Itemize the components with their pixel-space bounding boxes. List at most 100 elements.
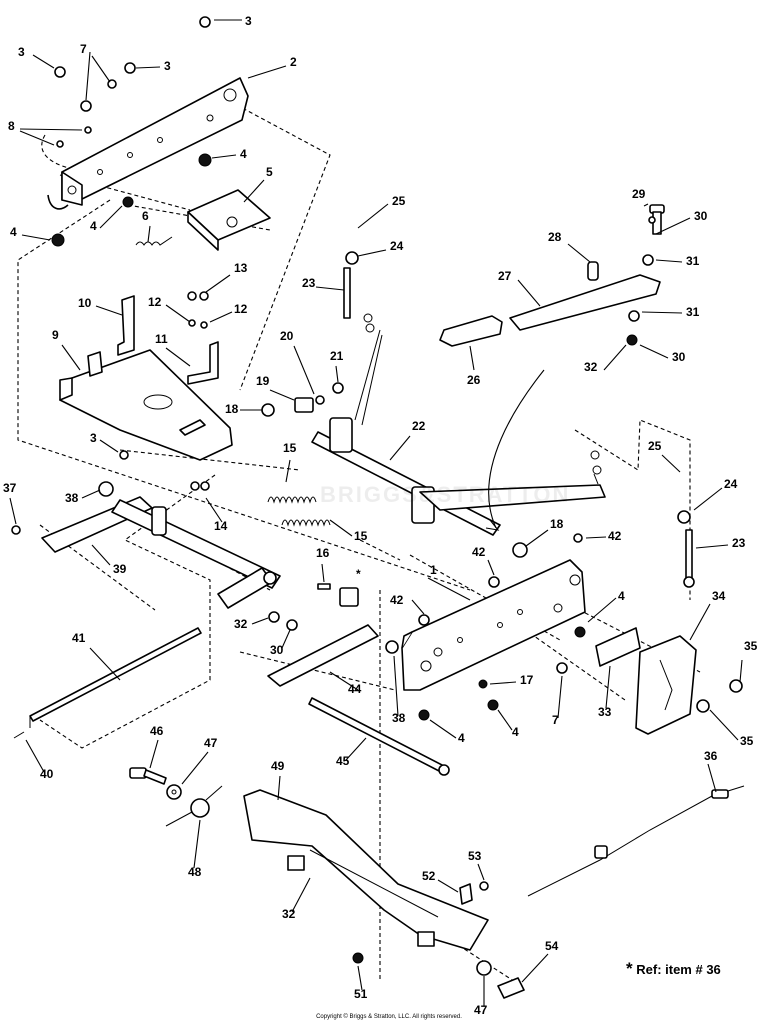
callout-51: 51 xyxy=(354,987,368,1001)
upper-bracket-part-2 xyxy=(47,77,249,210)
callout-3a: 3 xyxy=(245,14,252,28)
callout-36: 36 xyxy=(704,749,718,763)
callout-8: 8 xyxy=(8,119,15,133)
callout-53: 53 xyxy=(468,849,482,863)
callout-49: 49 xyxy=(271,759,285,773)
callout-5: 5 xyxy=(266,165,273,179)
callout-3c: 3 xyxy=(164,59,171,73)
plate-part-33 xyxy=(595,627,641,667)
lift-link-part-44 xyxy=(267,624,379,687)
reference-note-text: Ref: item # 36 xyxy=(636,962,721,977)
callout-11: 11 xyxy=(155,332,168,346)
lift-shaft-part-22 xyxy=(311,313,606,536)
lever-part-27 xyxy=(509,274,661,331)
callout-4b: 4 xyxy=(10,225,17,239)
screw-part-53 xyxy=(479,881,489,891)
callout-27: 27 xyxy=(498,269,512,283)
callout-24b: 24 xyxy=(724,477,738,491)
plate-part-5 xyxy=(187,189,271,251)
callout-32c: 32 xyxy=(282,907,296,921)
callout-4f: 4 xyxy=(512,725,519,739)
washer-part-47-b xyxy=(476,960,492,976)
callout-25b: 25 xyxy=(648,439,662,453)
callout-14: 14 xyxy=(214,519,228,533)
callout-28: 28 xyxy=(548,230,562,244)
main-frame-part-1 xyxy=(401,559,586,691)
callout-23b: 23 xyxy=(732,536,746,550)
callout-asterisk: * xyxy=(356,567,361,581)
hardware-nuts-bolts xyxy=(11,16,743,964)
callout-42b: 42 xyxy=(472,545,486,559)
callout-33: 33 xyxy=(598,705,612,719)
callout-30a: 30 xyxy=(694,209,708,223)
extension-spring-part-15-b xyxy=(281,519,331,527)
callout-4d: 4 xyxy=(618,589,625,603)
bolt-part-46 xyxy=(129,767,167,785)
callout-2: 2 xyxy=(290,55,297,69)
watermark: BRIGGS&STRATTON xyxy=(320,482,571,507)
callout-24a: 24 xyxy=(390,239,404,253)
callout-45: 45 xyxy=(336,754,350,768)
callout-20: 20 xyxy=(280,329,294,343)
callout-26: 26 xyxy=(467,373,481,387)
callout-6: 6 xyxy=(142,209,149,223)
bolt-part-54 xyxy=(497,977,525,999)
rockshaft-part-39 xyxy=(41,496,281,609)
copyright-notice: Copyright © Briggs & Stratton, LLC. All … xyxy=(316,1014,462,1020)
torsion-spring-part-48 xyxy=(165,785,223,827)
cable-part-36 xyxy=(527,785,745,897)
callout-46: 46 xyxy=(150,724,164,738)
callout-13: 13 xyxy=(234,261,248,275)
pin-part-28 xyxy=(587,261,599,281)
callout-29: 29 xyxy=(632,187,646,201)
callout-4a: 4 xyxy=(240,147,247,161)
bracket-part-10 xyxy=(117,295,135,356)
callout-7b: 7 xyxy=(552,713,559,727)
callout-30b: 30 xyxy=(672,350,686,364)
callout-44: 44 xyxy=(348,682,362,696)
callout-22: 22 xyxy=(412,419,426,433)
callout-54: 54 xyxy=(545,939,559,953)
callout-18a: 18 xyxy=(225,402,239,416)
rod-part-41 xyxy=(29,627,202,728)
callout-19: 19 xyxy=(256,374,270,388)
washer-part-47 xyxy=(166,784,182,800)
asterisk-symbol: * xyxy=(626,959,633,978)
frame-bracket-part-9 xyxy=(59,349,233,461)
callout-34: 34 xyxy=(712,589,726,603)
callout-52: 52 xyxy=(422,869,436,883)
callout-42a: 42 xyxy=(608,529,622,543)
leader-lines xyxy=(9,19,743,1006)
callout-17: 17 xyxy=(520,673,534,687)
callout-21: 21 xyxy=(330,349,344,363)
callout-48: 48 xyxy=(188,865,202,879)
callout-1: 1 xyxy=(430,563,437,577)
callout-10: 10 xyxy=(78,296,92,310)
pedal-pad-part-26 xyxy=(439,315,503,347)
callout-25a: 25 xyxy=(392,194,406,208)
callout-32a: 32 xyxy=(584,360,598,374)
callout-42c: 42 xyxy=(390,593,404,607)
callout-31b: 31 xyxy=(686,305,700,319)
rod-part-45 xyxy=(308,697,450,776)
index-bracket-part-34 xyxy=(635,635,697,735)
callout-12b: 12 xyxy=(234,302,248,316)
callout-12a: 12 xyxy=(148,295,162,309)
small-spring-part-6 xyxy=(135,236,173,246)
callout-9: 9 xyxy=(52,328,59,342)
callout-3b: 3 xyxy=(18,45,25,59)
callout-32b: 32 xyxy=(234,617,248,631)
callout-7a: 7 xyxy=(80,42,87,56)
callout-47b: 47 xyxy=(474,1003,488,1017)
callout-18b: 18 xyxy=(550,517,564,531)
callout-15a: 15 xyxy=(283,441,297,455)
callout-16: 16 xyxy=(316,546,330,560)
callout-23a: 23 xyxy=(302,276,316,290)
callout-35b: 35 xyxy=(740,734,754,748)
callout-40: 40 xyxy=(40,767,54,781)
callout-47a: 47 xyxy=(204,736,218,750)
callout-3d: 3 xyxy=(90,431,97,445)
callout-4e: 4 xyxy=(458,731,465,745)
